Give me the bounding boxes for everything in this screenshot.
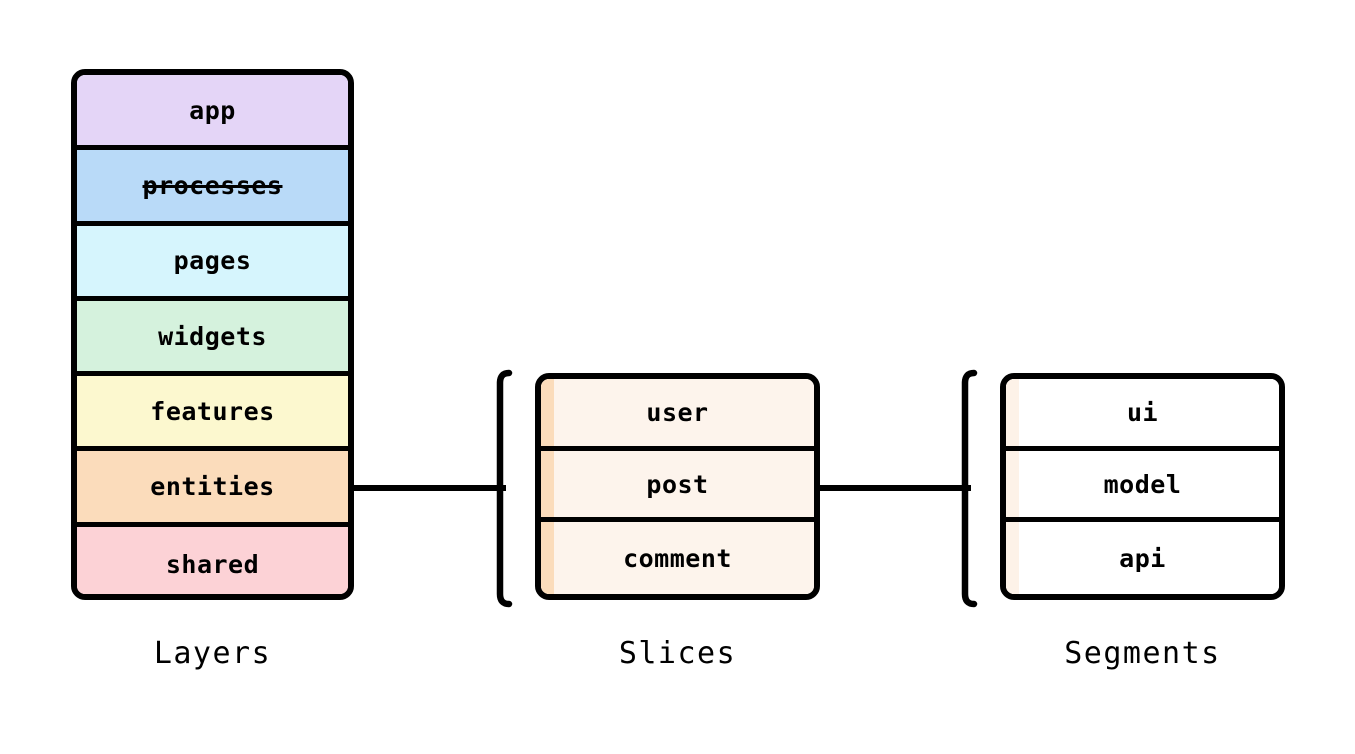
slices-stack: user post comment [535,373,820,600]
slices-bracket [496,369,513,608]
layer-row-widgets[interactable]: widgets [77,300,348,377]
layer-row-entities[interactable]: entities [77,451,348,527]
segment-label-ui: ui [1126,397,1159,427]
layer-label-widgets: widgets [158,321,267,351]
slice-label-user: user [646,397,709,427]
segments-bracket [961,369,978,608]
slice-row-post[interactable]: post [541,450,814,523]
layer-row-processes[interactable]: processes [77,150,348,226]
slice-label-comment: comment [623,543,732,573]
slice-stripe-comment [541,522,554,594]
slice-stripe-post [541,450,554,518]
layers-stack: app processes pages widgets features ent… [71,69,354,600]
segment-stripe-model [1006,450,1019,518]
segment-label-api: api [1119,543,1166,573]
layer-row-app[interactable]: app [77,75,348,151]
layer-label-processes: processes [142,170,283,200]
segment-label-model: model [1103,469,1182,499]
segment-row-ui[interactable]: ui [1006,379,1279,451]
slice-stripe-user [541,379,554,446]
slice-label-post: post [646,469,709,499]
layer-row-pages[interactable]: pages [77,225,348,301]
slices-caption: Slices [618,636,737,671]
layer-label-pages: pages [173,246,252,276]
segment-stripe-api [1006,522,1019,594]
segment-stripe-ui [1006,379,1019,446]
layer-label-shared: shared [165,549,260,579]
segment-row-model[interactable]: model [1006,450,1279,523]
layer-label-app: app [189,95,236,125]
layer-row-shared[interactable]: shared [77,526,348,594]
segments-stack: ui model api [1000,373,1285,600]
layer-label-features: features [150,396,275,426]
slice-row-user[interactable]: user [541,379,814,451]
segments-caption: Segments [1064,636,1221,671]
layers-caption: Layers [153,636,272,671]
layer-row-features[interactable]: features [77,376,348,452]
layer-label-entities: entities [150,472,275,502]
segment-row-api[interactable]: api [1006,522,1279,594]
slice-row-comment[interactable]: comment [541,522,814,594]
